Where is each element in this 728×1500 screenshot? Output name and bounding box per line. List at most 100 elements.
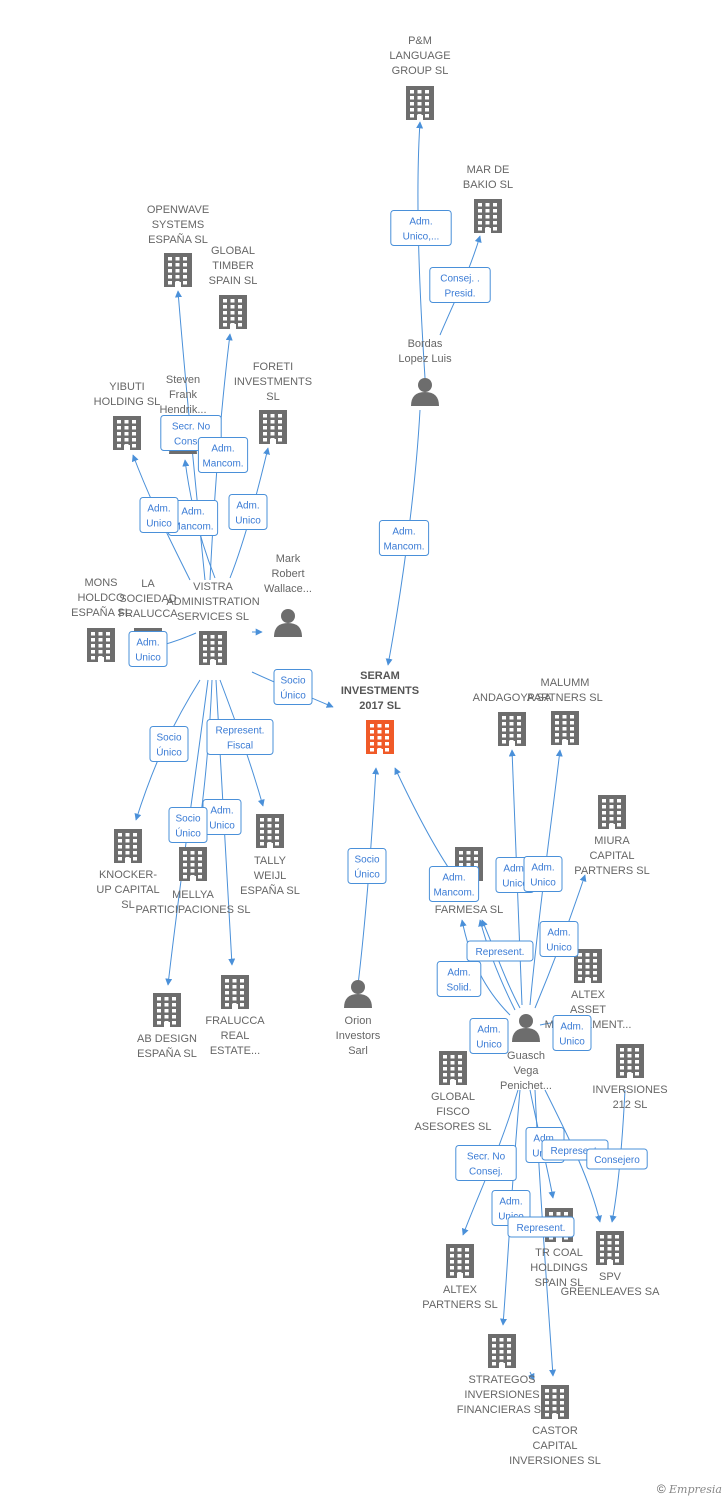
node-mark[interactable]: MarkRobertWallace... [264,553,312,637]
edge-label-text: Unico [502,879,528,890]
node-label-line: SPAIN SL [535,1277,584,1289]
building-icon [488,1334,516,1368]
edge-label-box[interactable]: Adm.Unico [523,856,563,892]
brand-logo[interactable]: Empresia [669,1483,722,1496]
node-label-line: PARTNERS SL [422,1299,497,1311]
edge-label-text: Mancom. [383,542,424,553]
building-icon [366,720,394,754]
node-andagoya[interactable]: ANDAGOYA SA [473,692,552,746]
edge-label-box[interactable]: Adm.Unico [128,631,168,667]
building-icon [439,1051,467,1085]
node-label-line: ALTEX [443,1284,478,1296]
edge-label-box[interactable]: Represent. [466,940,534,962]
node-label-line: HOLDCO [77,592,125,604]
node-label-line: ALTEX [571,989,606,1001]
node-label-line: SERVICES SL [177,611,249,623]
edge-labels-layer: Adm.Unico,...Consej. .Presid.Adm.Mancom.… [128,210,648,1238]
node-label-line: Vega [513,1065,539,1077]
node-guasch[interactable]: GuaschVegaPenichet... [500,1014,552,1092]
building-icon [259,410,287,444]
edge-label-text: Socio [156,733,181,744]
node-label-line: TIMBER [212,260,254,272]
node-label-line: UP CAPITAL [96,884,159,896]
edge-farmesa-seram [394,767,451,871]
node-label-line: Orion [345,1015,372,1027]
edge-label-box[interactable]: Adm.Unico [469,1018,509,1054]
node-label-line: BAKIO SL [463,179,513,191]
edge-label-box[interactable]: Adm.Unico [539,921,579,957]
edge-label-box[interactable]: Adm.Unico [139,497,179,533]
node-label-line: CAPITAL [532,1440,577,1452]
building-icon [219,295,247,329]
edge-label-box[interactable]: Consejero [586,1148,648,1170]
edge-label-box[interactable]: Adm.Solid. [436,961,482,997]
edge-label-box[interactable]: Adm.Unico [202,799,242,835]
edge-label-text: Presid. [444,289,475,300]
edge-label-text: Adm. [136,638,159,649]
building-icon [153,993,181,1027]
node-label-line: INVESTMENTS [234,376,312,388]
node-label-line: TALLY [254,855,287,867]
node-label-line: MONS [85,577,118,589]
node-label-line: FINANCIERAS SL [457,1404,547,1416]
node-label-line: REAL [221,1030,250,1042]
edge-label-box[interactable]: Adm.Unico [228,494,268,530]
edge-label-text: Consej. . [440,274,479,285]
edge-label-box[interactable]: Adm.Mancom. [378,520,430,556]
edge-label-box[interactable]: Represent. [507,1216,575,1238]
node-altexpartners[interactable]: ALTEX PARTNERS SL [422,1244,498,1311]
node-label-line: HOLDING SL [94,396,161,408]
node-label-line: INVERSIONES SL [509,1455,601,1467]
edge-label-text: Represent. [216,726,265,737]
node-label-line: WEIJL [254,870,286,882]
edge-label-box[interactable]: Adm.Unico [552,1015,592,1051]
edge-bordas-pm [416,121,426,379]
edge-label-box[interactable]: Adm.Unico,... [390,210,452,246]
edge-label-box[interactable]: Adm.Mancom. [197,437,249,473]
node-fralucca[interactable]: FRALUCCAREALESTATE... [205,975,265,1057]
edge-label-text: Fiscal [227,741,253,752]
edge-label-box[interactable]: Represent. Fiscal [206,719,274,755]
node-label-line: Sarl [348,1045,368,1057]
edge-label-text: Adm. [477,1025,500,1036]
node-label-line: SPAIN SL [209,275,258,287]
node-altexasset[interactable]: ALTEXASSETMANAGEMENT... [545,949,632,1031]
edge-label-box[interactable]: Consej. . Presid. [429,267,491,303]
edge-label-text: Adm. [442,873,465,884]
node-label-line: KNOCKER- [99,869,157,881]
edge-label-box[interactable]: Adm.Mancom. [428,866,480,902]
node-label-line: INVESTMENTS [341,685,419,697]
edge-label-text: Represent. [551,1146,600,1157]
edge-label-text: Único [354,868,380,881]
person-icon [411,378,439,406]
node-label-line: MIURA [594,835,630,847]
